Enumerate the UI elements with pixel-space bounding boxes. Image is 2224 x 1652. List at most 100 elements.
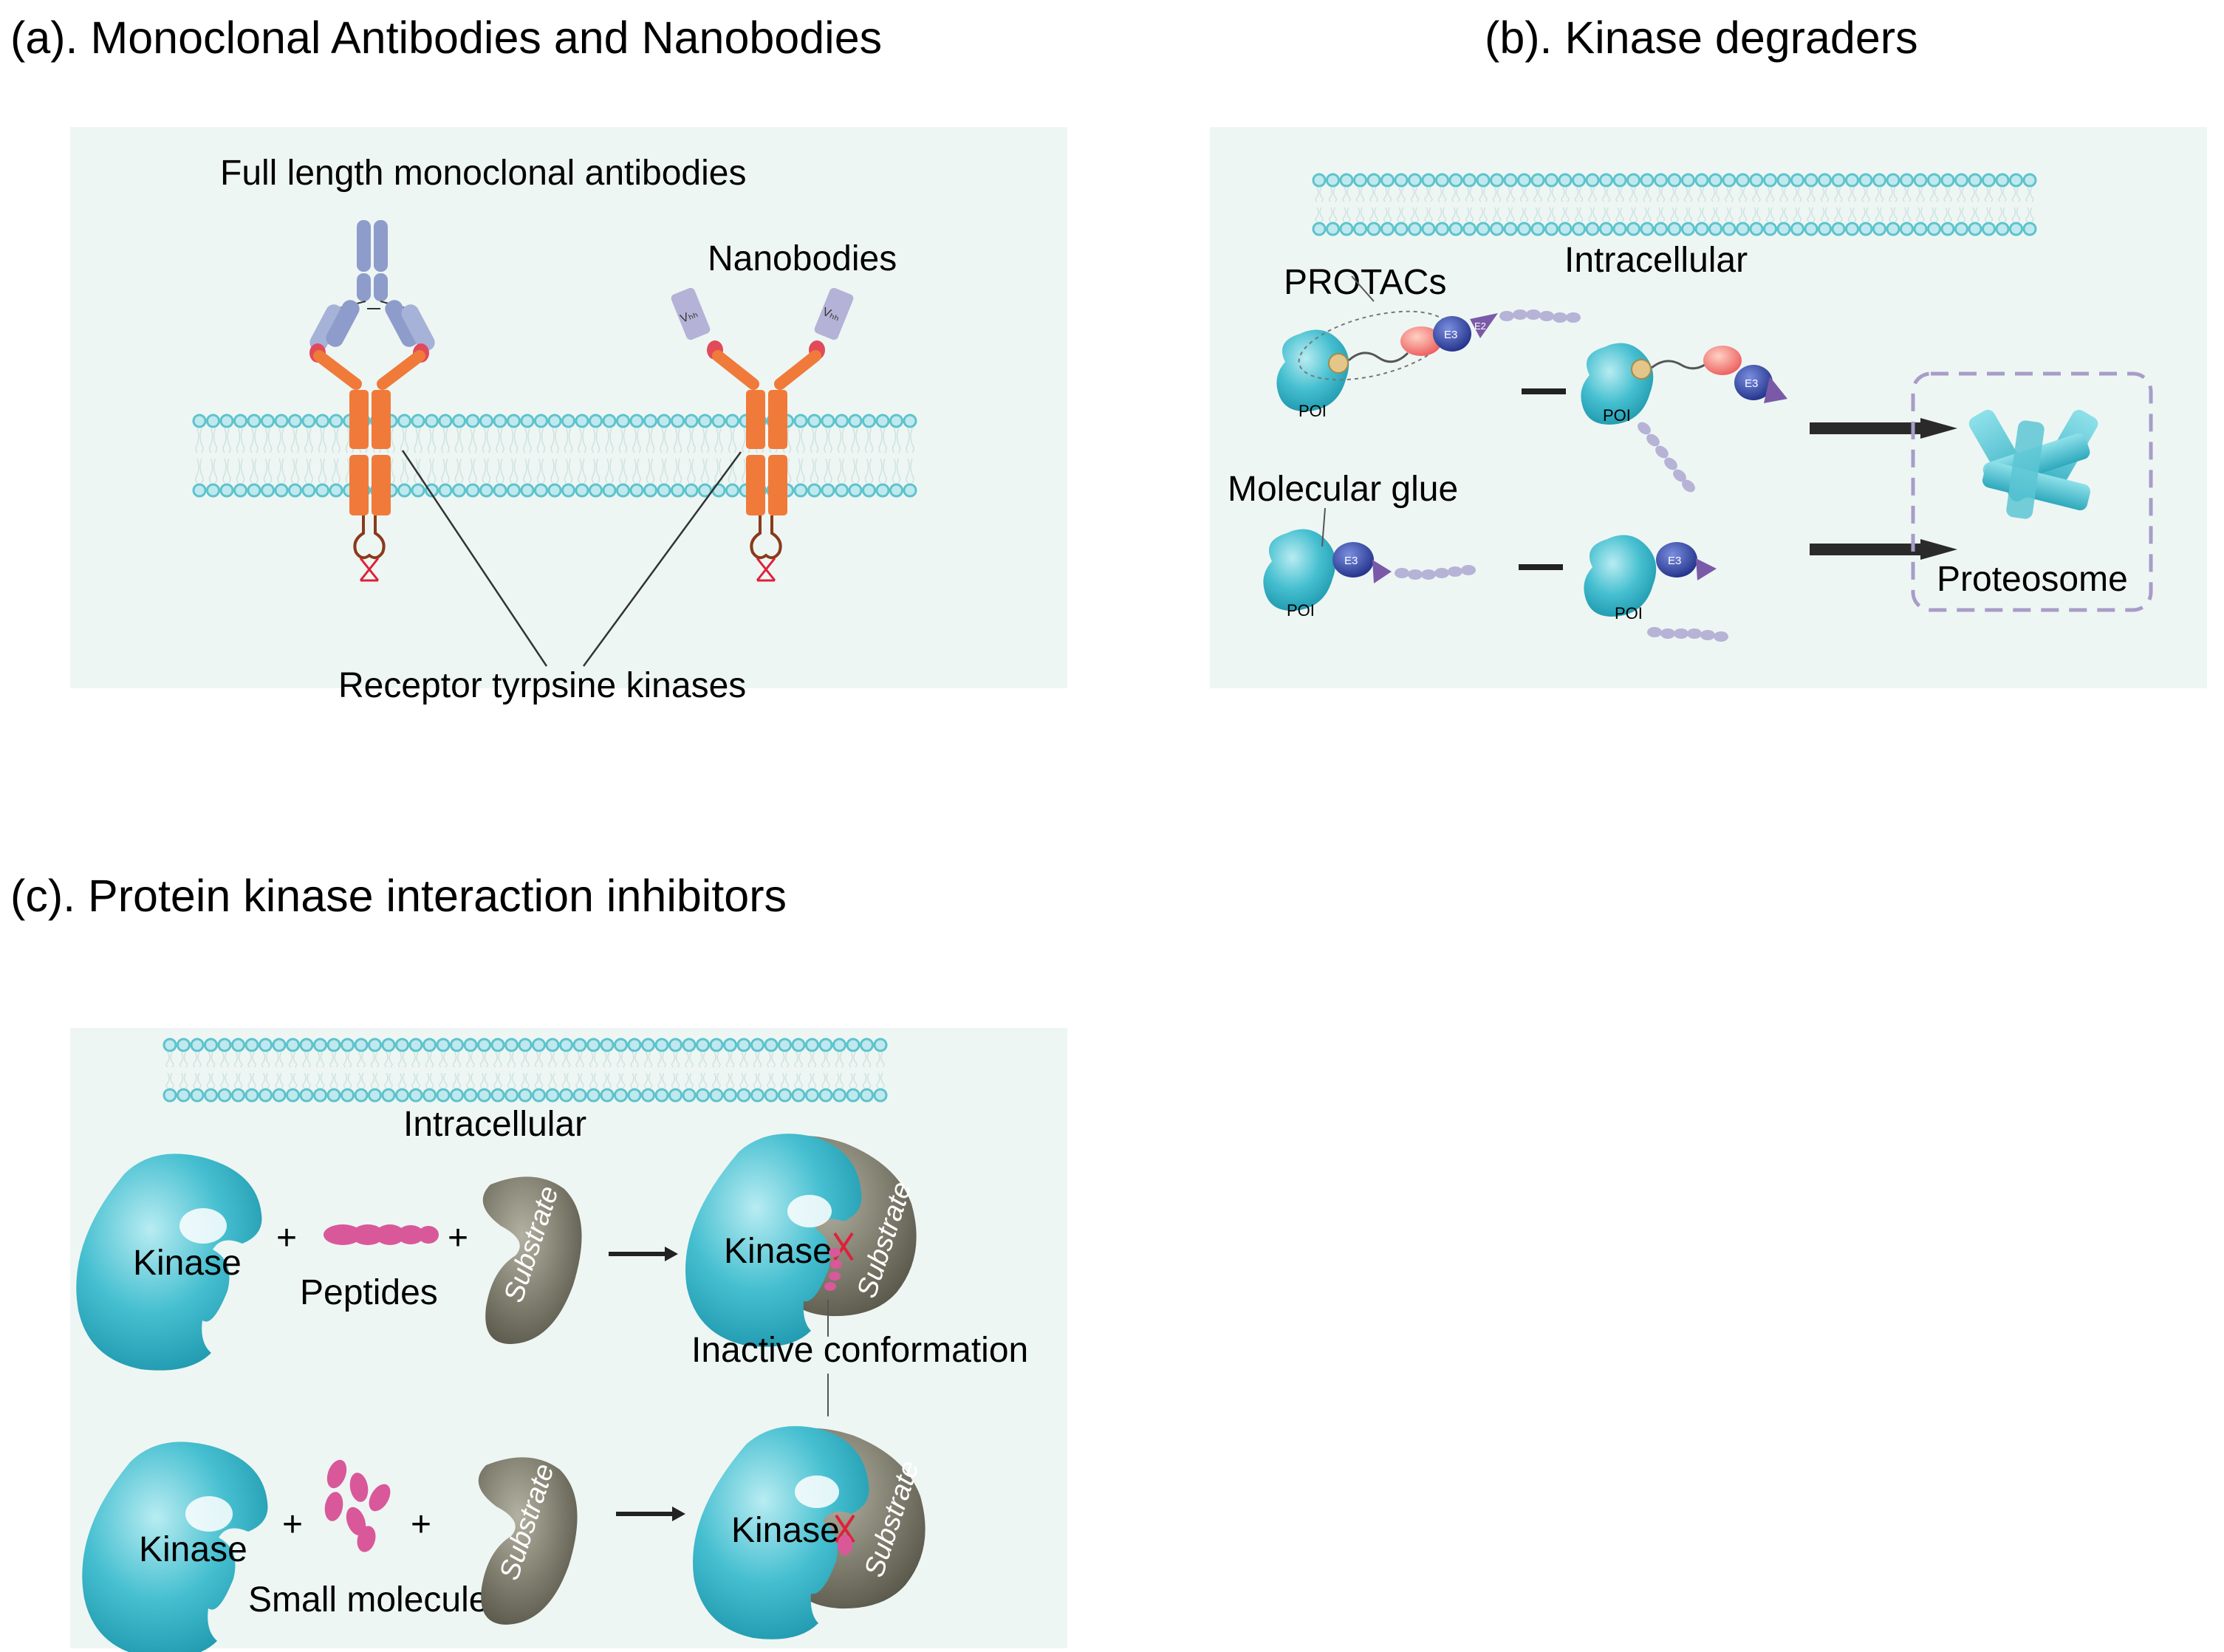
lipid-tail	[525, 1052, 530, 1068]
lipid-tail	[828, 428, 832, 453]
lipid-head	[862, 483, 876, 498]
lipid-tail	[486, 428, 491, 453]
lipid-tail	[416, 1052, 420, 1068]
lipid-tail	[784, 1072, 790, 1089]
lipid-head	[1995, 222, 2010, 236]
lipid-head	[1462, 173, 1477, 188]
poi-protac-complex: POI E3 E2	[1276, 275, 1581, 420]
lipid-head	[764, 1088, 779, 1103]
lipid-tail	[828, 458, 832, 484]
lipid-tail	[1893, 207, 1898, 222]
lipid-tail	[227, 428, 231, 453]
lipid-tail	[1592, 187, 1597, 202]
lipid-head	[259, 1038, 273, 1052]
lipid-tail	[835, 1052, 840, 1068]
lipid-head	[1408, 173, 1422, 188]
lipid-tail	[509, 428, 514, 453]
lipid-tail	[347, 1052, 352, 1068]
lipid-tail	[1866, 187, 1870, 202]
lipid-tail	[315, 1072, 321, 1089]
lipid-tail	[1906, 187, 1912, 202]
lipid-tail	[404, 428, 409, 453]
lipid-tail	[742, 458, 746, 484]
lipid-head	[395, 1038, 409, 1052]
cell-membrane-b	[1312, 173, 2037, 236]
lipid-tail	[671, 1072, 676, 1089]
lipid-tail	[1920, 207, 1925, 222]
lipid-tail	[500, 458, 504, 484]
lipid-head	[259, 1088, 273, 1103]
lipid-tail	[910, 428, 914, 453]
lipid-tail	[1852, 187, 1857, 202]
lipid-tail	[374, 1072, 380, 1089]
lipid-tail	[1342, 207, 1347, 222]
lipid-tail	[482, 428, 487, 453]
lipid-tail	[402, 1052, 407, 1068]
lipid-head	[1927, 173, 1941, 188]
lipid-tail	[550, 458, 555, 484]
e3-label: E3	[1344, 555, 1358, 567]
cell-membrane-c	[162, 1038, 888, 1103]
lipid-tail	[892, 428, 897, 453]
lipid-head	[1872, 222, 1886, 236]
lipid-tail	[771, 1052, 776, 1068]
lipid-tail	[677, 428, 682, 453]
lipid-tail	[1660, 207, 1666, 222]
lipid-tail	[1588, 187, 1592, 202]
lipid-head	[575, 483, 589, 498]
lipid-tail	[591, 458, 596, 484]
lipid-tail	[716, 1072, 721, 1089]
lipid-tail	[807, 1072, 812, 1089]
lipid-tail	[664, 428, 668, 453]
lipid-tail	[211, 1052, 216, 1068]
lipid-tail	[794, 1052, 798, 1068]
lipid-tail	[702, 1072, 708, 1089]
lipid-tail	[277, 458, 281, 484]
lipid-head	[1626, 173, 1640, 188]
lipid-tail	[384, 1052, 389, 1068]
small-molecules-label: Small molecules	[248, 1580, 506, 1620]
lipid-head	[750, 1038, 764, 1052]
lipid-tail	[322, 458, 327, 484]
lipid-tail	[1715, 207, 1720, 222]
lipid-head	[1818, 222, 1832, 236]
lipid-tail	[739, 1052, 744, 1068]
lipid-tail	[742, 428, 746, 453]
lipid-tail	[250, 458, 254, 484]
lipid-tail	[1601, 207, 1607, 222]
lipid-tail	[1929, 207, 1934, 222]
lipid-tail	[304, 428, 309, 453]
lipid-head	[1831, 173, 1846, 188]
lipid-tail	[1742, 187, 1748, 202]
lipid-tail	[1383, 187, 1388, 202]
lipid-tail	[841, 458, 846, 484]
lipid-tail	[866, 1052, 872, 1068]
plus-sign: +	[282, 1505, 303, 1544]
lipid-tail	[757, 1072, 762, 1089]
lipid-tail	[1756, 187, 1761, 202]
lipid-head	[190, 1038, 205, 1052]
lipid-tail	[648, 1072, 653, 1089]
lipid-tail	[862, 1052, 867, 1068]
lipid-tail	[225, 1052, 229, 1068]
lipid-tail	[336, 458, 341, 484]
lipid-tail	[1374, 187, 1378, 202]
lipid-tail	[427, 428, 432, 453]
lipid-tail	[593, 1072, 598, 1089]
lipid-tail	[197, 1052, 202, 1068]
lipid-tail	[1315, 207, 1319, 222]
lipid-tail	[618, 428, 623, 453]
lipid-tail	[1547, 207, 1552, 222]
lipid-tail	[220, 1052, 225, 1068]
lipid-head	[1530, 222, 1545, 236]
poi-label: POI	[1299, 402, 1327, 420]
lipid-head	[261, 414, 275, 428]
lipid-head	[545, 1088, 560, 1103]
lipid-tail	[1533, 187, 1538, 202]
full-length-antibody-label: Full length monoclonal antibodies	[220, 154, 746, 193]
lipid-tail	[418, 458, 422, 484]
lipid-tail	[1533, 207, 1538, 222]
e3-ligase	[1332, 542, 1374, 577]
lipid-tail	[730, 1072, 735, 1089]
lipid-tail	[1660, 187, 1666, 202]
